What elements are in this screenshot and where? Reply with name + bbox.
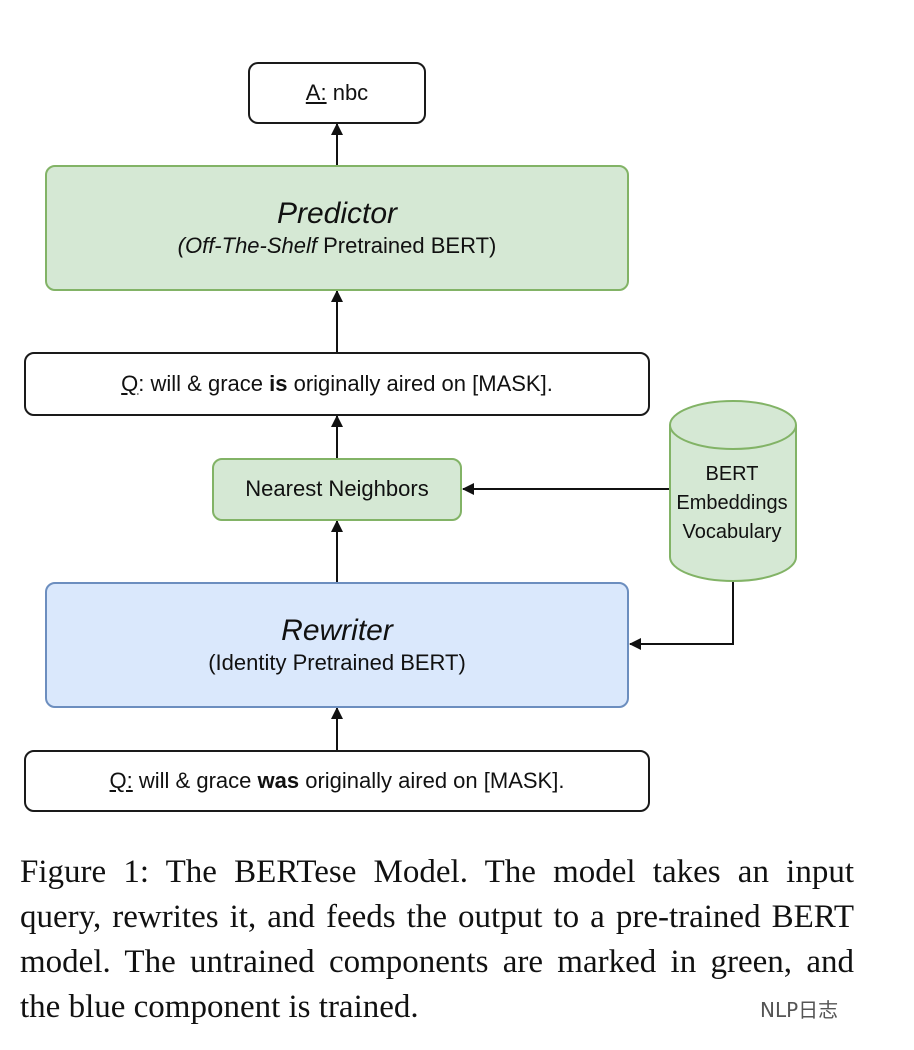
rewritten-query-before: : will & grace bbox=[138, 370, 270, 396]
input-query-bold: was bbox=[257, 767, 300, 793]
predictor-subtitle-rest: Pretrained BERT) bbox=[317, 232, 497, 258]
answer-prefix: A: bbox=[305, 79, 327, 105]
rewritten-query-bold: is bbox=[269, 370, 288, 396]
predictor-title: Predictor bbox=[276, 196, 398, 230]
rewriter-box: Rewriter (Identity Pretrained BERT) bbox=[45, 582, 629, 708]
nearest-neighbors-label: Nearest Neighbors bbox=[245, 476, 429, 502]
answer-value: nbc bbox=[326, 79, 369, 105]
answer-box: A: nbc bbox=[248, 62, 426, 124]
database-label: BERT Embeddings Vocabulary bbox=[668, 460, 796, 547]
database-line-3: Vocabulary bbox=[682, 521, 782, 543]
rewritten-query-text: Q: will & grace is originally aired on [… bbox=[121, 371, 553, 397]
rewritten-query-prefix: Q bbox=[121, 370, 139, 396]
arrow-db-to-rewriter bbox=[629, 582, 734, 650]
predictor-subtitle: (Off-The-Shelf Pretrained BERT) bbox=[178, 232, 497, 261]
input-query-before: will & grace bbox=[132, 767, 258, 793]
input-query-prefix: Q: bbox=[109, 767, 133, 793]
input-query-after: originally aired on [MASK]. bbox=[299, 767, 565, 793]
answer-text: A: nbc bbox=[306, 80, 368, 106]
nearest-neighbors-box: Nearest Neighbors bbox=[212, 458, 462, 521]
input-query-text: Q: will & grace was originally aired on … bbox=[110, 768, 565, 794]
database-line-2: Embeddings bbox=[676, 492, 788, 514]
rewritten-query-box: Q: will & grace is originally aired on [… bbox=[24, 352, 650, 416]
rewriter-title: Rewriter bbox=[281, 613, 393, 647]
input-query-box: Q: will & grace was originally aired on … bbox=[24, 750, 650, 812]
figure-caption: Figure 1: The BERTese Model. The model t… bbox=[20, 854, 854, 1025]
predictor-subtitle-italic: (Off-The-Shelf bbox=[177, 232, 318, 258]
database-cylinder bbox=[669, 400, 797, 582]
rewriter-subtitle: (Identity Pretrained BERT) bbox=[208, 649, 466, 675]
predictor-box: Predictor (Off-The-Shelf Pretrained BERT… bbox=[45, 165, 629, 291]
rewritten-query-after: originally aired on [MASK]. bbox=[287, 370, 553, 396]
watermark: NLP日志 bbox=[760, 998, 839, 1022]
database-line-1: BERT bbox=[705, 463, 759, 485]
diagram-connectors bbox=[331, 123, 797, 750]
